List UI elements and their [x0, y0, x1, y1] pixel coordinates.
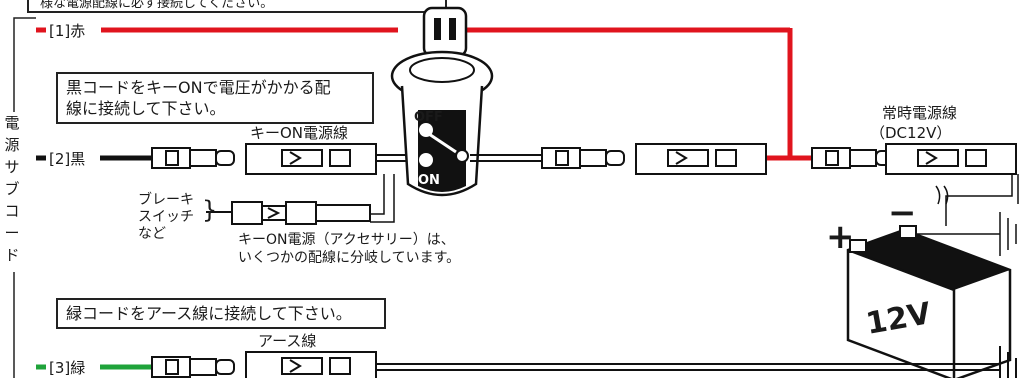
key-switch [390, 6, 494, 197]
constant-power-female-connector [885, 143, 1017, 175]
svg-text:（DC12V）: （DC12V） [870, 124, 951, 142]
svg-text:様な電源配線に必ず接続してください。: 様な電源配線に必ず接続してください。 [40, 0, 273, 11]
brake-switch-label: ブレーキ スイッチ など [138, 191, 194, 242]
switch-off-label: OFF [414, 110, 443, 125]
svg-text:キーON電源（アクセサリー）は、: キーON電源（アクセサリー）は、 [238, 232, 455, 248]
brake-brace: } [202, 196, 217, 224]
connector-green-male [151, 356, 235, 378]
battery [846, 225, 1012, 378]
red-wire-label: [1]赤 [49, 22, 85, 40]
svg-text:ブレーキ: ブレーキ [138, 191, 194, 208]
connector-black-male [151, 147, 235, 169]
earth-wire-label: アース線 [258, 332, 316, 350]
constant-power-label: 常時電源線 （DC12V） [870, 104, 957, 142]
top-note: 様な電源配線に必ず接続してください。 [27, 0, 447, 13]
constant-power-male-connector [811, 147, 895, 169]
green-code-callout: 緑コードをアース線に接続して下さい。 [56, 298, 386, 329]
green-wire-label: [3]緑 [49, 359, 85, 377]
key-on-power-label: キーON電源線 [250, 124, 348, 142]
switch-output-wire [470, 147, 625, 169]
key-on-branch-note: キーON電源（アクセサリー）は、 いくつかの配線に分岐しています。 [238, 232, 460, 266]
middle-female-connector [635, 143, 767, 175]
branch-line-1 [370, 174, 385, 215]
branch-line-2 [370, 174, 395, 223]
svg-text:常時電源線: 常時電源線 [882, 104, 957, 122]
black-code-callout: 黒コードをキーONで電圧がかかる配 線に接続して下さい。 [56, 72, 374, 124]
brake-switch-connector [206, 201, 371, 225]
battery-plus: + [826, 217, 855, 257]
earth-wire-connector [245, 346, 1017, 378]
svg-text:いくつかの配線に分岐しています。: いくつかの配線に分岐しています。 [238, 250, 460, 266]
svg-text:電源サブコード: 電源サブコード [4, 114, 19, 264]
svg-text:など: など [138, 226, 166, 242]
battery-minus: − [888, 193, 917, 233]
key-on-wire-connector [245, 143, 412, 175]
black-wire-label: [2]黒 [49, 150, 85, 168]
side-label: 電源サブコード [1, 112, 23, 272]
svg-text:スイッチ: スイッチ [138, 209, 194, 225]
switch-on-label: ON [418, 173, 440, 188]
